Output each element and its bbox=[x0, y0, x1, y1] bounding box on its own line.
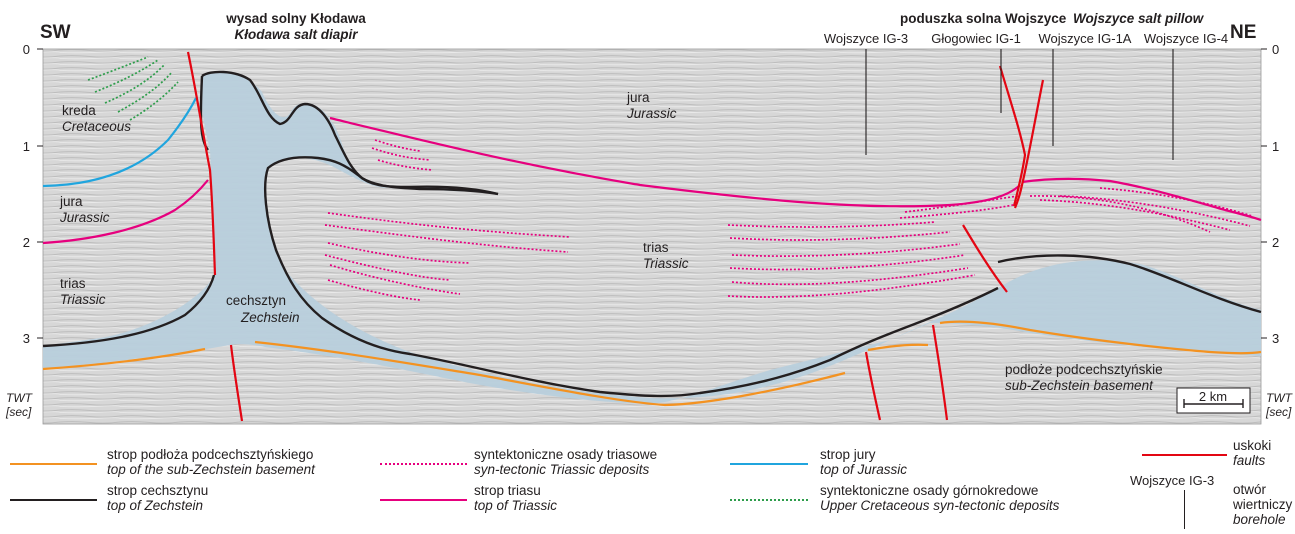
legend-swatch-jurassic bbox=[730, 463, 808, 465]
legend-basement-en: top of the sub-Zechstein basement bbox=[107, 462, 315, 477]
legend-item-syn-triassic: syntektoniczne osady triasowe syn-tecton… bbox=[474, 447, 657, 477]
legend-basement-pl: strop podłoża podcechsztyńskiego bbox=[107, 447, 314, 462]
axis-tick-3-left: 3 bbox=[23, 331, 30, 346]
unit-label-cechsztyn: cechsztyn bbox=[226, 293, 286, 308]
wojszyce-pillow-title-pl: poduszka solna Wojszyce bbox=[900, 11, 1067, 26]
top-basement-lines bbox=[42, 320, 1262, 407]
klodawa-diapir-title-pl: wysad solny Kłodawa bbox=[225, 11, 366, 26]
legend-item-basement: strop podłoża podcechsztyńskiego top of … bbox=[107, 447, 315, 477]
unit-label-kreda: kreda bbox=[62, 103, 96, 118]
legend-triassic-pl: strop triasu bbox=[474, 483, 541, 498]
twt-unit-right: [sec] bbox=[1265, 405, 1292, 419]
unit-label-basement-pl: podłoże podcechsztyńskie bbox=[1005, 362, 1163, 377]
unit-label-zechstein: Zechstein bbox=[240, 310, 300, 325]
side-label-ne: NE bbox=[1230, 22, 1256, 43]
axis-tick-2-right: 2 bbox=[1272, 235, 1279, 250]
legend-swatch-syn-triassic bbox=[380, 463, 467, 465]
legend-triassic-en: top of Triassic bbox=[474, 498, 558, 513]
legend-swatch-faults bbox=[1142, 454, 1227, 456]
legend-item-borehole: otwór wiertniczy borehole bbox=[1233, 482, 1292, 527]
legend-zechstein-en: top of Zechstein bbox=[107, 498, 204, 513]
legend-borehole-example: Wojszyce IG-3 bbox=[1130, 473, 1215, 488]
legend-jurassic-pl: strop jury bbox=[820, 447, 876, 462]
borehole-label-wojszyce-ig4: Wojszyce IG-4 bbox=[1144, 31, 1228, 46]
borehole-label-wojszyce-ig1a: Wojszyce IG-1A bbox=[1039, 31, 1132, 46]
legend-swatch-borehole bbox=[1184, 490, 1185, 529]
legend-faults-pl: uskoki bbox=[1233, 438, 1272, 453]
scale-bar: 2 km bbox=[1176, 387, 1251, 414]
syn-triassic-deposits bbox=[324, 139, 1253, 301]
unit-label-jura-center: jura bbox=[626, 90, 650, 105]
legend-item-triassic: strop triasu top of Triassic bbox=[474, 483, 557, 513]
fault-lines bbox=[186, 51, 1045, 422]
unit-label-trias-left: trias bbox=[60, 276, 86, 291]
klodawa-diapir-title-en: Kłodawa salt diapir bbox=[234, 27, 358, 42]
legend-jurassic-en: top of Jurassic bbox=[820, 462, 908, 477]
legend-syn-cretaceous-en: Upper Cretaceous syn-tectonic deposits bbox=[820, 498, 1060, 513]
legend-swatch-zechstein bbox=[10, 499, 97, 501]
wojszyce-pillow-title-en: Wojszyce salt pillow bbox=[1073, 11, 1205, 26]
twt-label-left: TWT bbox=[6, 391, 34, 405]
legend-item-jurassic: strop jury top of Jurassic bbox=[820, 447, 907, 477]
top-triassic-lines bbox=[42, 116, 1262, 245]
unit-label-trias-center: trias bbox=[643, 240, 669, 255]
legend-swatch-syn-cretaceous bbox=[730, 499, 808, 501]
twt-axis-labels: 0 1 2 3 0 1 2 3 bbox=[23, 42, 1279, 346]
axis-tick-2-left: 2 bbox=[23, 235, 30, 250]
borehole-label-glogowiec-ig1: Głogowiec IG-1 bbox=[931, 31, 1021, 46]
syn-cretaceous-deposits bbox=[87, 56, 179, 121]
legend-faults-en: faults bbox=[1233, 453, 1266, 468]
unit-label-jurassic-center: Jurassic bbox=[626, 106, 677, 121]
twt-label-right: TWT bbox=[1266, 391, 1294, 405]
axis-tick-0-left: 0 bbox=[23, 42, 30, 57]
legend-item-syn-cretaceous: syntektoniczne osady górnokredowe Upper … bbox=[820, 483, 1059, 513]
legend-item-zechstein: strop cechsztynu top of Zechstein bbox=[107, 483, 208, 513]
unit-label-basement-en: sub-Zechstein basement bbox=[1005, 378, 1154, 393]
legend-borehole-en: borehole bbox=[1233, 512, 1286, 527]
unit-label-triassic-center: Triassic bbox=[643, 256, 689, 271]
legend-item-faults: uskoki faults bbox=[1233, 438, 1271, 468]
borehole-labels: Wojszyce IG-3 Głogowiec IG-1 Wojszyce IG… bbox=[824, 31, 1228, 46]
twt-axis-ticks bbox=[37, 48, 1267, 339]
scale-bar-label: 2 km bbox=[1199, 389, 1227, 404]
borehole-markers bbox=[865, 49, 1174, 160]
unit-label-jurassic-left: Jurassic bbox=[59, 210, 110, 225]
legend-syn-triassic-pl: syntektoniczne osady triasowe bbox=[474, 447, 658, 462]
legend-borehole-pl-1: otwór bbox=[1233, 482, 1267, 497]
legend-syn-triassic-en: syn-tectonic Triassic deposits bbox=[474, 462, 650, 477]
side-label-sw: SW bbox=[40, 22, 71, 43]
axis-tick-1-right: 1 bbox=[1272, 139, 1279, 154]
axis-tick-1-left: 1 bbox=[23, 139, 30, 154]
legend-zechstein-pl: strop cechsztynu bbox=[107, 483, 209, 498]
legend-swatch-basement bbox=[10, 463, 97, 465]
twt-unit-left: [sec] bbox=[5, 405, 32, 419]
borehole-label-wojszyce-ig3: Wojszyce IG-3 bbox=[824, 31, 908, 46]
legend-borehole-pl-2: wiertniczy bbox=[1233, 497, 1293, 512]
unit-label-cretaceous: Cretaceous bbox=[62, 119, 131, 134]
axis-tick-3-right: 3 bbox=[1272, 331, 1279, 346]
unit-label-jura-left: jura bbox=[59, 194, 83, 209]
axis-tick-0-right: 0 bbox=[1272, 42, 1279, 57]
legend-syn-cretaceous-pl: syntektoniczne osady górnokredowe bbox=[820, 483, 1039, 498]
legend-swatch-triassic bbox=[380, 499, 467, 501]
unit-label-triassic-left: Triassic bbox=[60, 292, 106, 307]
top-jurassic-line bbox=[42, 97, 197, 188]
